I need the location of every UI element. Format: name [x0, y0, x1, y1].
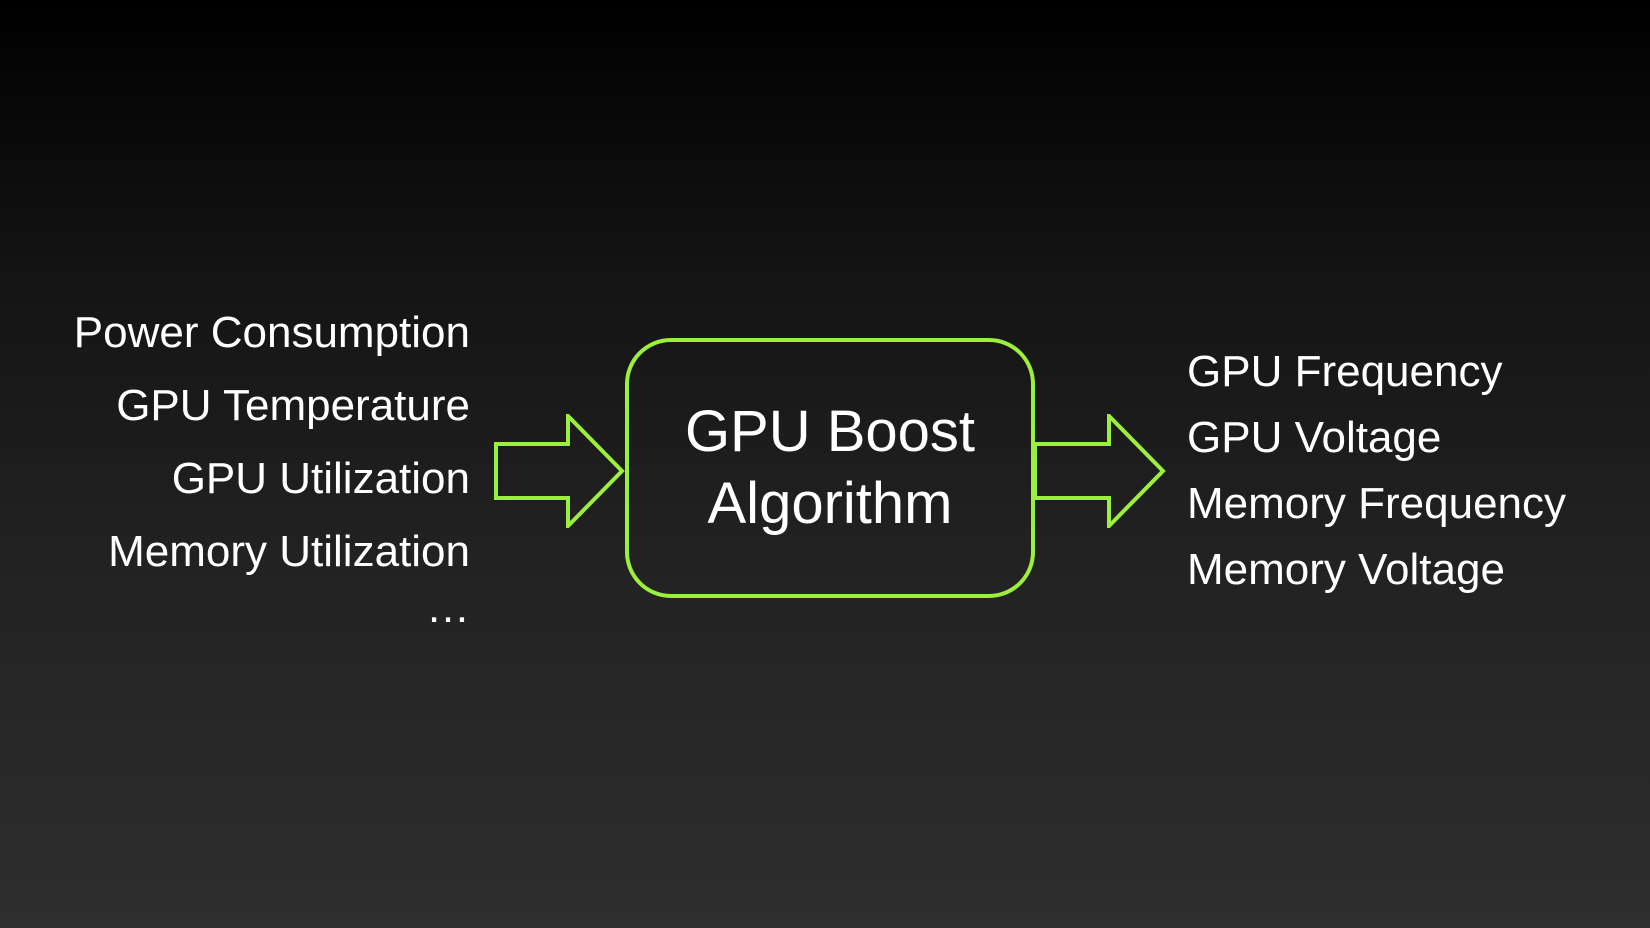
output-controls-list: GPU Frequency GPU Voltage Memory Frequen…: [1187, 339, 1627, 603]
input-item-gpu-utilization: GPU Utilization: [171, 454, 470, 503]
output-item-gpu-frequency: GPU Frequency: [1187, 347, 1503, 396]
output-arrow-icon: [1033, 414, 1166, 528]
input-item-gpu-temperature: GPU Temperature: [116, 381, 470, 430]
input-item-memory-utilization: Memory Utilization: [108, 527, 470, 576]
input-arrow-icon: [494, 414, 625, 528]
output-item-gpu-voltage: GPU Voltage: [1187, 413, 1442, 462]
output-item-memory-voltage: Memory Voltage: [1187, 545, 1505, 594]
input-item-ellipsis: …: [426, 583, 470, 632]
output-item-memory-frequency: Memory Frequency: [1187, 479, 1567, 528]
input-item-power-consumption: Power Consumption: [73, 308, 470, 357]
input-factors-list: Power Consumption GPU Temperature GPU Ut…: [0, 296, 470, 632]
algorithm-title-line1: GPU Boost: [684, 399, 976, 464]
gpu-boost-algorithm-box: GPU Boost Algorithm: [625, 338, 1035, 598]
algorithm-title-line2: Algorithm: [707, 471, 953, 536]
